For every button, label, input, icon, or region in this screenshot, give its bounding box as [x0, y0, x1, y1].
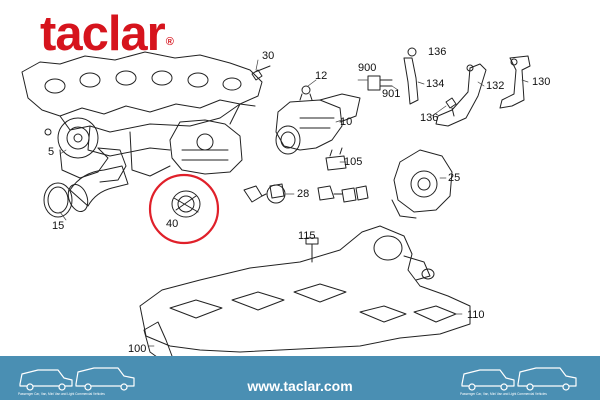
callout-25: 25: [448, 172, 461, 184]
registered-mark: ®: [165, 36, 174, 48]
highlight-circle-part-40: [148, 173, 220, 245]
hose-40: [171, 190, 201, 218]
bolt-12: [299, 85, 313, 101]
outlet-pipe: [67, 165, 129, 213]
taclar-logo: taclar®: [40, 5, 174, 63]
leader-lines: [59, 59, 529, 347]
callout-30: 30: [262, 50, 275, 62]
connectors-28: [243, 183, 369, 204]
bolt-115: [305, 237, 319, 263]
intake-manifold-top: [21, 51, 263, 177]
website-link[interactable]: www.taclar.com: [247, 378, 353, 394]
callout-132: 132: [486, 80, 505, 92]
bracket-134: [403, 47, 419, 105]
bracket-130: [499, 55, 531, 109]
throttle-body-25: [391, 149, 453, 219]
callout-901: 901: [382, 88, 401, 100]
bracket-132: [435, 63, 487, 127]
footer-icon-caption: Passenger Car, Van, Mini Van and Light C…: [18, 392, 105, 396]
callout-134: 134: [426, 78, 445, 90]
footer-bar: Passenger Car, Van, Mini Van and Light C…: [0, 356, 600, 400]
bolt-136: [445, 97, 457, 117]
callout-136-top: 136: [428, 46, 447, 58]
bolt-30: [251, 65, 271, 81]
callout-115: 115: [298, 230, 316, 242]
delivery-vans-icon: Passenger Car, Van, Mini Van and Light C…: [460, 367, 577, 396]
callout-110: 110: [467, 309, 485, 321]
callout-15: 15: [52, 220, 65, 232]
footer-icon-caption: Passenger Car, Van, Mini Van and Light C…: [460, 392, 547, 396]
turbocharger: [44, 117, 127, 183]
egr-cooler: [169, 103, 256, 175]
callout-100: 100: [128, 343, 147, 355]
intake-manifold-lower-110: [139, 225, 471, 353]
callout-136-bottom: 136: [420, 112, 439, 124]
callout-105: 105: [344, 156, 363, 168]
hose-clamp-105: [325, 147, 347, 171]
callout-10: 10: [340, 116, 353, 128]
callout-5: 5: [48, 146, 55, 158]
callout-28: 28: [297, 188, 310, 200]
callout-130: 130: [532, 76, 551, 88]
delivery-vans-icon: Passenger Car, Van, Mini Van and Light C…: [18, 367, 135, 396]
callout-12: 12: [315, 70, 328, 82]
logo-wordmark: taclar: [40, 7, 166, 61]
callout-40: 40: [166, 218, 179, 230]
callout-900: 900: [358, 62, 377, 74]
gasket-15: [43, 182, 73, 218]
egr-valve-10: [275, 93, 361, 155]
sensor-900: [367, 75, 393, 91]
